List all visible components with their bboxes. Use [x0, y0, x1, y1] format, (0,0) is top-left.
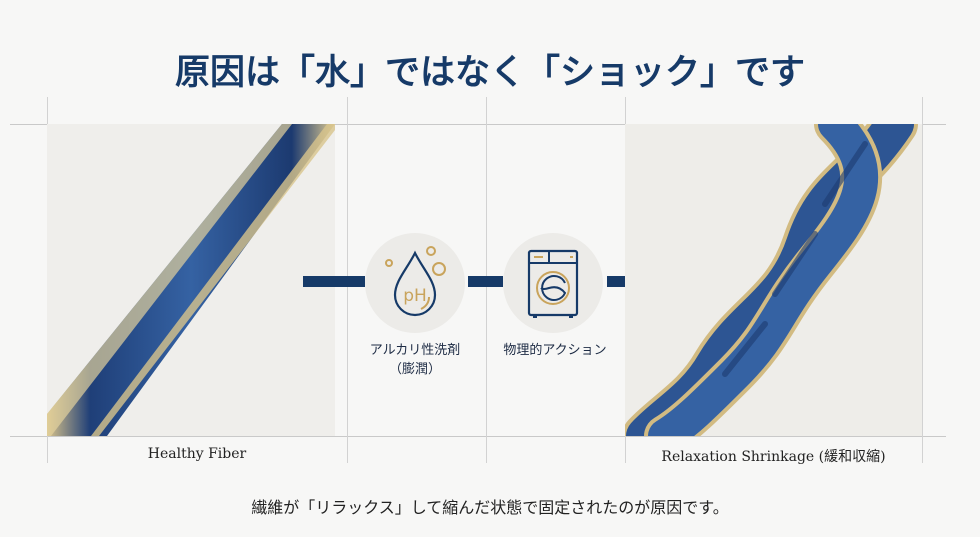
healthy-fiber-image — [47, 124, 335, 436]
grid-line-top — [10, 124, 946, 125]
step-label-alkaline: アルカリ性洗剤 （膨潤） — [345, 341, 485, 379]
relaxation-shrinkage-label: Relaxation Shrinkage (緩和収縮) — [661, 449, 886, 465]
healthy-fiber-label: Healthy Fiber — [147, 446, 247, 462]
grid-line-bottom — [10, 436, 946, 437]
twisted-fiber-illustration — [625, 124, 918, 436]
step-label-line: アルカリ性洗剤 — [369, 343, 461, 358]
svg-text:pH: pH — [403, 286, 427, 306]
washing-machine-icon — [527, 249, 579, 318]
straight-fiber-illustration — [47, 124, 335, 436]
page-title: 原因は「水」ではなく「ショック」です — [174, 53, 805, 93]
process-connector — [303, 276, 365, 287]
caption: 繊維が「リラックス」して縮んだ状態で固定されたのが原因です。 — [251, 498, 729, 517]
shrunk-fiber-image — [625, 124, 922, 436]
process-connector — [468, 276, 503, 287]
ph-icon-circle: pH — [365, 233, 465, 333]
grid-line — [922, 97, 923, 463]
ph-droplet-icon: pH — [385, 246, 446, 317]
washer-icon-circle — [503, 233, 603, 333]
step-label-line: （膨潤） — [388, 362, 441, 377]
step-label-mechanical: 物理的アクション — [503, 343, 607, 358]
